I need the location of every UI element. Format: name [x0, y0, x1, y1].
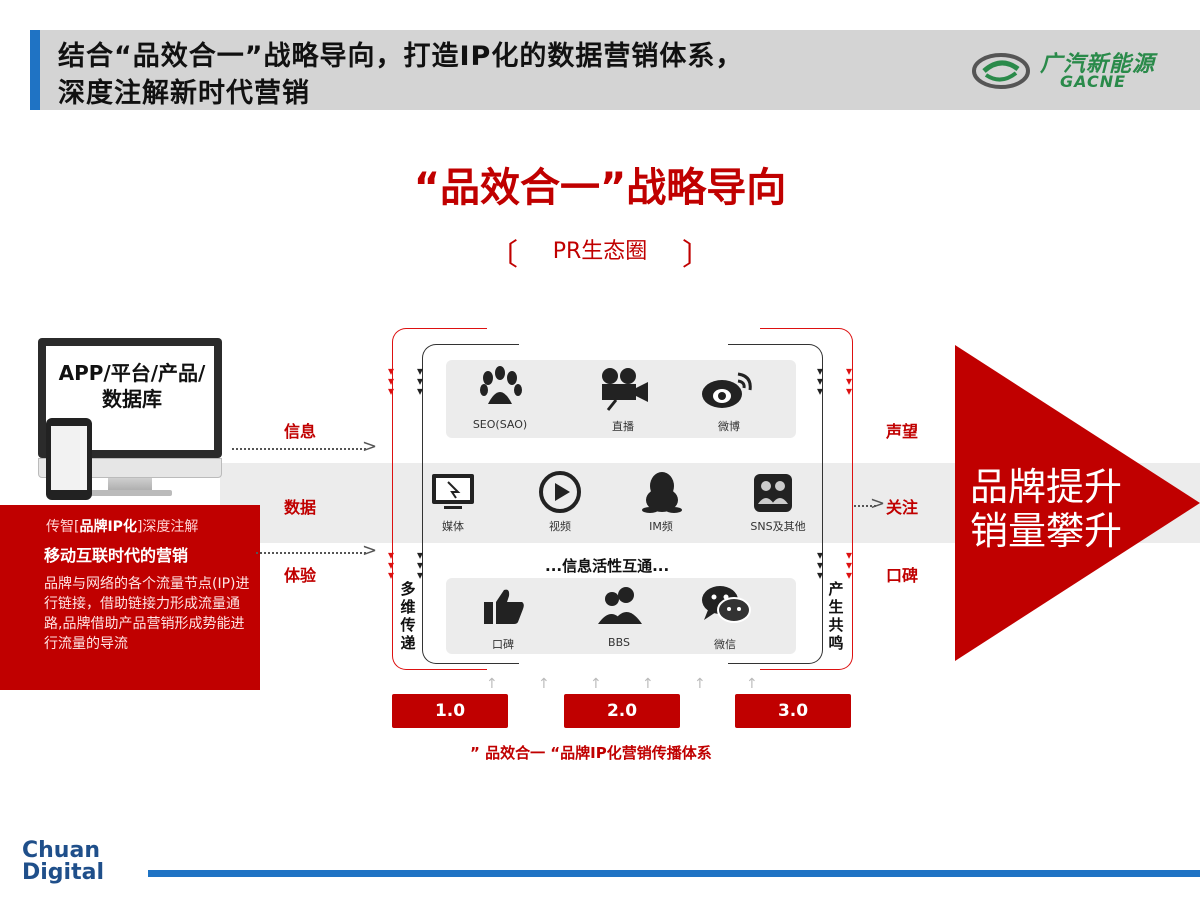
header-banner	[30, 30, 1200, 110]
up-arrow-icon: ↑	[538, 676, 550, 692]
channel-label: 媒体	[442, 520, 464, 533]
monitor-stand	[108, 478, 152, 492]
output-label-reputation: 声望	[886, 422, 919, 441]
flow-label-data: 数据	[284, 498, 317, 517]
up-arrow-icon: ↑	[746, 676, 758, 692]
wechat-icon	[702, 586, 751, 623]
phone-screen	[51, 426, 87, 490]
diagram-subtitle: PR生态圈	[552, 239, 648, 264]
flow-arrowhead-icon: >	[362, 540, 378, 561]
version-box-1: 1.0	[392, 694, 508, 728]
footer-rule	[148, 870, 1200, 877]
channel-label: 直播	[612, 420, 634, 433]
channel-label: BBS	[608, 636, 630, 649]
flow-arrowhead-icon: >	[870, 493, 886, 514]
bracket-right: 〕	[682, 238, 712, 273]
panel-tagline: 传智[品牌IP化]深度注解	[46, 519, 199, 535]
channel-label: IM频	[649, 520, 673, 533]
channel-label: SEO(SAO)	[472, 418, 528, 431]
video-camera-icon	[602, 368, 648, 411]
output-label-attention: 关注	[886, 498, 919, 517]
up-arrow-icon: ↑	[590, 676, 602, 692]
weibo-icon	[702, 372, 752, 408]
channel-label: 微信	[714, 638, 736, 651]
monitor-icon	[432, 474, 474, 509]
frame-right-dark	[728, 344, 823, 664]
footer-logo-line-2: Digital	[22, 860, 104, 885]
version-box-2: 2.0	[564, 694, 680, 728]
version-box-3: 3.0	[735, 694, 851, 728]
channel-label: SNS及其他	[750, 520, 806, 533]
header-accent-bar	[30, 30, 40, 110]
output-arrow	[854, 505, 876, 507]
down-arrows-icon: ▾▾▾	[417, 548, 424, 582]
explanation-panel	[0, 505, 260, 690]
down-arrows-icon: ▾▾▾	[846, 548, 853, 582]
flow-label-experience: 体验	[284, 566, 317, 585]
thumbs-up-icon	[484, 589, 524, 624]
baidu-paw-icon	[480, 366, 522, 404]
sns-group-icon	[754, 474, 792, 512]
source-label: APP/平台/产品/数据库	[58, 361, 206, 411]
monitor-base	[88, 490, 172, 496]
diagram-title: “品效合一”战略导向	[413, 165, 787, 211]
up-arrow-icon: ↑	[486, 676, 498, 692]
down-arrows-icon: ▾▾▾	[846, 364, 853, 398]
up-arrow-icon: ↑	[694, 676, 706, 692]
diagram-caption: ” 品效合一 “品牌IP化营销传播体系	[470, 744, 712, 762]
down-arrows-icon: ▾▾▾	[388, 364, 395, 398]
label-multi-dimensional: 多维传递	[400, 580, 416, 652]
channel-label: 视频	[549, 520, 571, 533]
label-resonance: 产生共鸣	[828, 580, 844, 652]
logo-text-en: GACNE	[1060, 72, 1127, 91]
users-icon	[598, 587, 642, 624]
flow-label-info: 信息	[284, 422, 317, 441]
panel-body: 品牌与网络的各个流量节点(IP)进行链接，借助链接力形成流量通路,品牌借助产品营…	[44, 576, 250, 652]
flow-arrowhead-icon: >	[362, 436, 378, 457]
panel-headline: 移动互联时代的营销	[44, 546, 189, 565]
down-arrows-icon: ▾▾▾	[817, 364, 824, 398]
flow-arrow-info	[232, 448, 366, 450]
frame-right-red	[760, 328, 853, 670]
down-arrows-icon: ▾▾▾	[388, 548, 395, 582]
output-label-word-of-mouth: 口碑	[886, 566, 919, 585]
qq-penguin-icon	[642, 472, 682, 513]
frame-left-dark	[422, 344, 519, 664]
bracket-left: 〔	[488, 238, 518, 273]
up-arrow-icon: ↑	[642, 676, 654, 692]
down-arrows-icon: ▾▾▾	[417, 364, 424, 398]
page-title-line-1: 结合“品效合一”战略导向，打造IP化的数据营销体系，	[58, 41, 744, 72]
frame-left-red	[392, 328, 487, 670]
activity-text: ...信息活性互通...	[545, 557, 670, 575]
gac-logo-icon	[972, 53, 1030, 89]
logo-text-cn: 广汽新能源	[1040, 52, 1156, 77]
result-arrow	[955, 345, 1200, 661]
down-arrows-icon: ▾▾▾	[817, 548, 824, 582]
play-icon	[539, 471, 581, 513]
footer-logo-line-1: Chuan	[22, 838, 100, 863]
result-text: 品牌提升 销量攀升	[970, 465, 1123, 553]
flow-arrow-experience	[256, 552, 366, 554]
page-title-line-2: 深度注解新时代营销	[58, 78, 310, 109]
channel-label: 微博	[718, 420, 740, 433]
channel-label: 口碑	[492, 638, 514, 651]
